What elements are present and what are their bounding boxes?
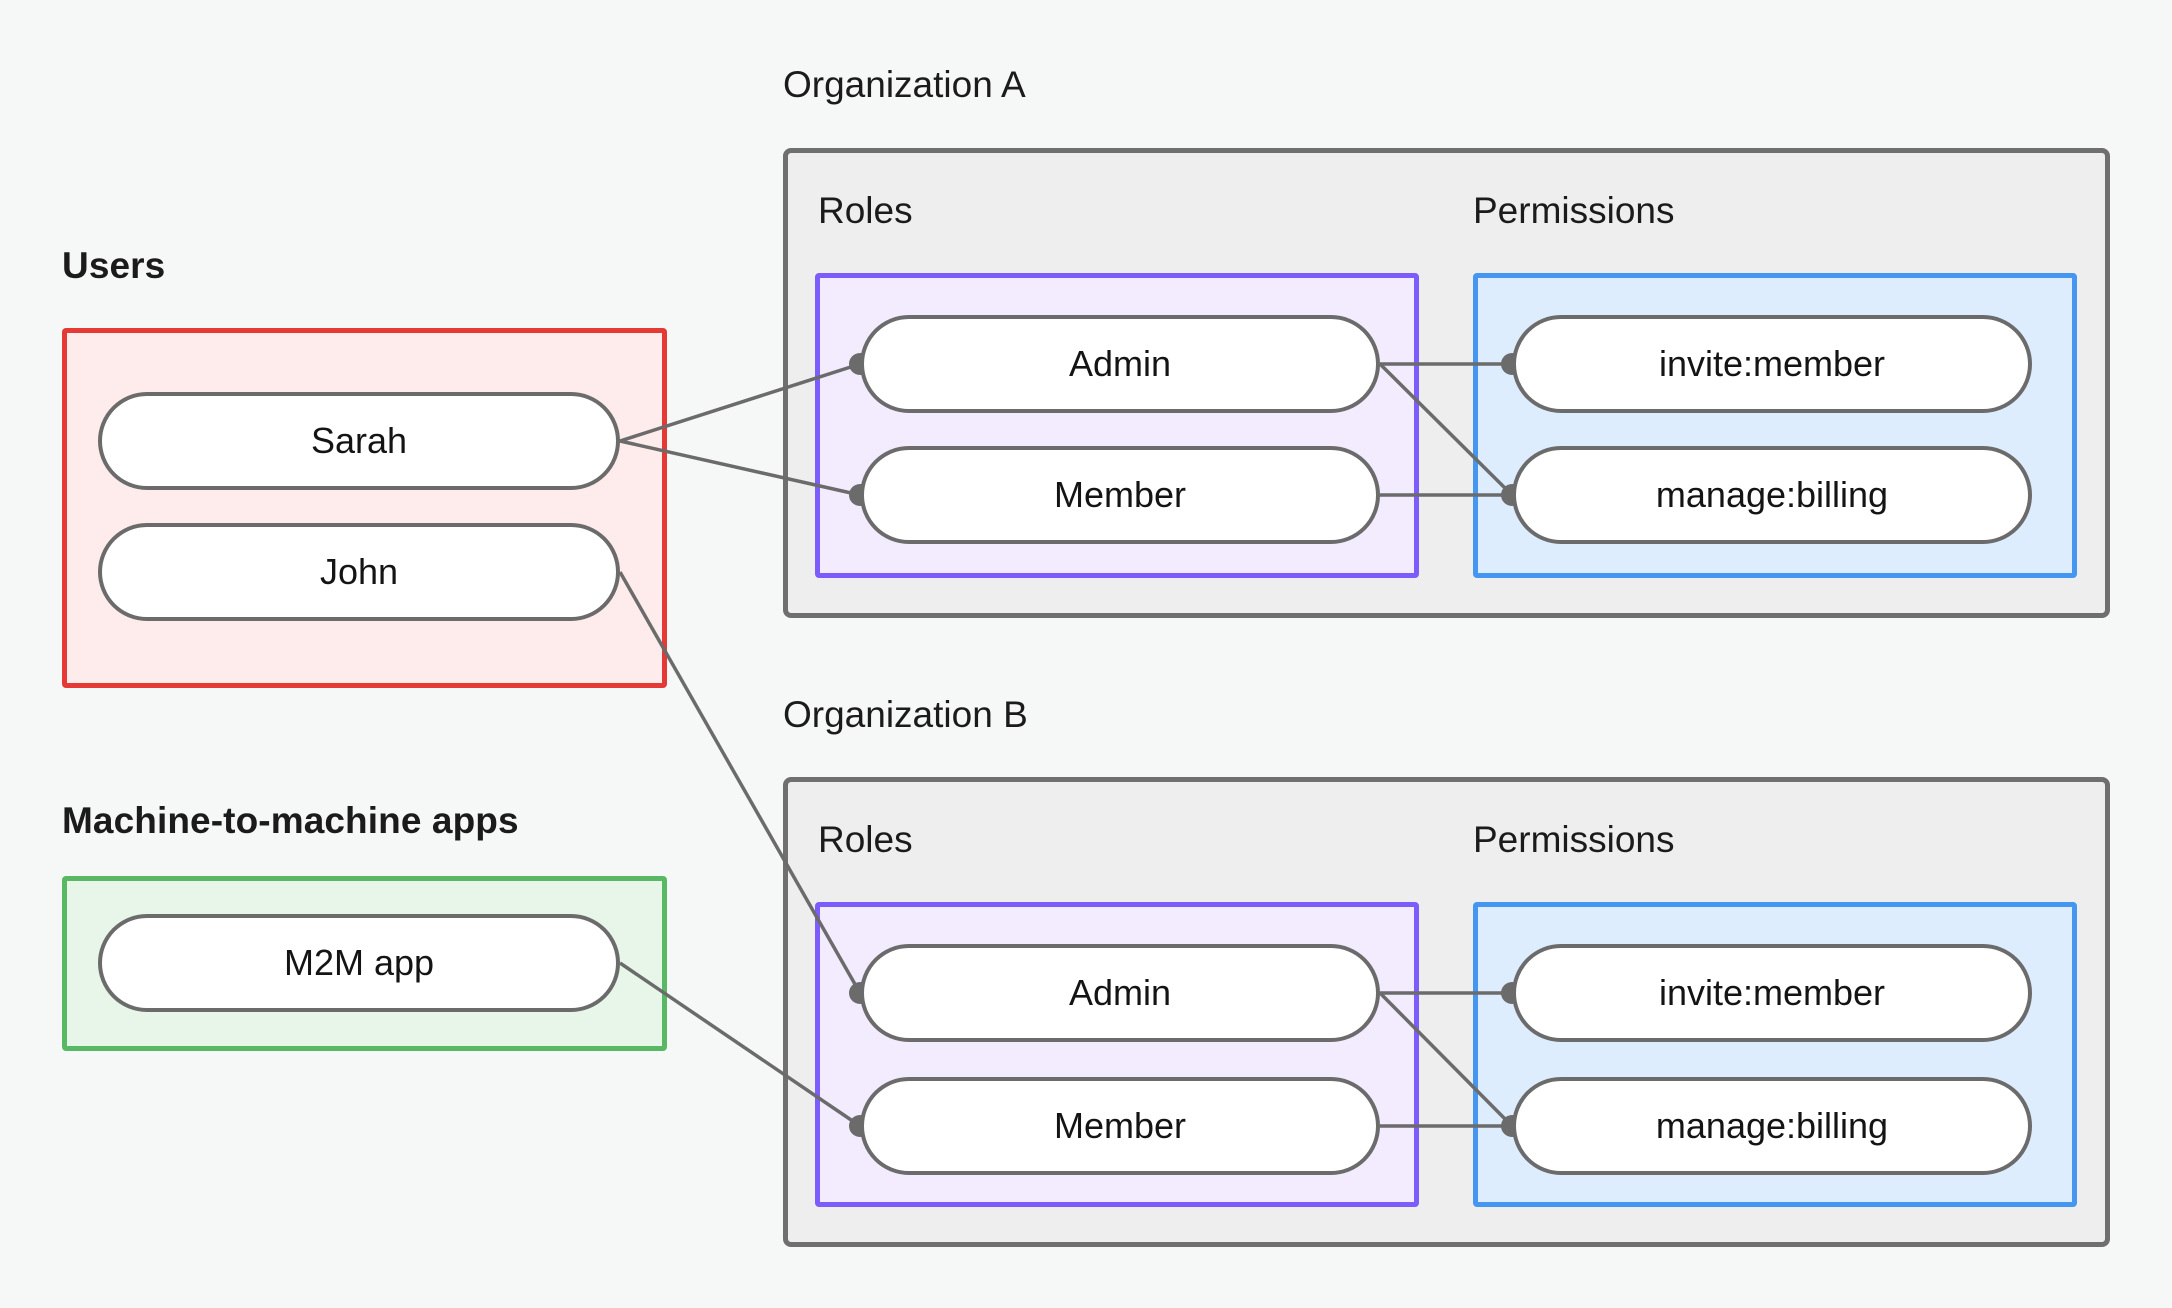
organization-b-role-member[interactable]: Member bbox=[860, 1077, 1380, 1175]
organization-a-permission-manage-billing[interactable]: manage:billing bbox=[1512, 446, 2032, 544]
m2m-node-app[interactable]: M2M app bbox=[98, 914, 620, 1012]
organization-b-roles-label: Roles bbox=[818, 819, 913, 860]
organization-b-permissions-label: Permissions bbox=[1473, 819, 1675, 860]
user-node-john[interactable]: John bbox=[98, 523, 620, 621]
organization-b-role-admin[interactable]: Admin bbox=[860, 944, 1380, 1042]
organization-a-permission-invite-member[interactable]: invite:member bbox=[1512, 315, 2032, 413]
organization-a-label: Organization A bbox=[783, 64, 1026, 105]
organization-a-role-member[interactable]: Member bbox=[860, 446, 1380, 544]
organization-a-roles-label: Roles bbox=[818, 190, 913, 231]
users-group-box bbox=[62, 328, 667, 688]
m2m-group-label: Machine-to-machine apps bbox=[62, 800, 519, 841]
organization-b-permission-manage-billing[interactable]: manage:billing bbox=[1512, 1077, 2032, 1175]
organization-a-permissions-label: Permissions bbox=[1473, 190, 1675, 231]
organization-b-permission-invite-member[interactable]: invite:member bbox=[1512, 944, 2032, 1042]
organization-b-label: Organization B bbox=[783, 694, 1028, 735]
organization-a-role-admin[interactable]: Admin bbox=[860, 315, 1380, 413]
user-node-sarah[interactable]: Sarah bbox=[98, 392, 620, 490]
users-group-label: Users bbox=[62, 245, 166, 286]
